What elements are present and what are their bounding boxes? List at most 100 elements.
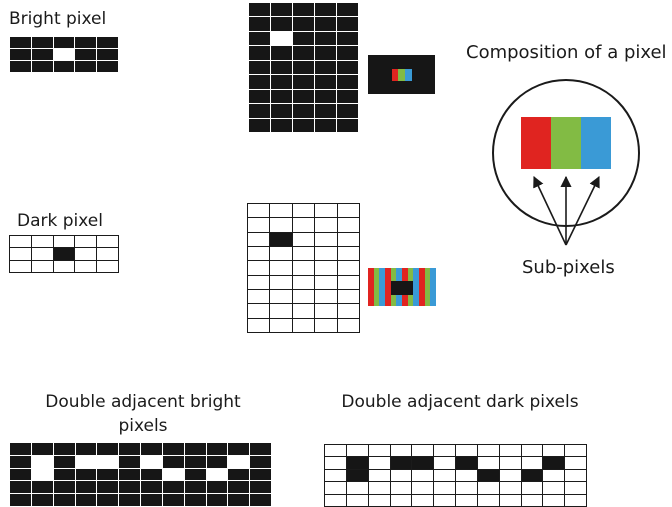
- double-bright-label-line2: pixels: [118, 416, 168, 436]
- pixel-cell: [53, 494, 75, 506]
- pixel-cell: [228, 443, 250, 455]
- pixel-cell: [337, 60, 358, 75]
- pixel-cell: [521, 482, 543, 494]
- highlighted-pixel-cell: [53, 248, 75, 260]
- pixel-cell: [543, 482, 565, 494]
- pixel-cell: [315, 46, 336, 60]
- pixel-cell: [315, 75, 336, 89]
- pixel-cell: [368, 494, 390, 506]
- pixel-cell: [390, 494, 412, 506]
- pixel-cell: [53, 61, 75, 72]
- pixel-cell: [565, 494, 586, 506]
- pixel-cell: [97, 260, 118, 272]
- pixel-cell: [499, 469, 521, 482]
- pixel-cell: [119, 468, 140, 481]
- highlighted-pixel-cell: [206, 468, 228, 481]
- pixel-cell: [499, 457, 521, 469]
- pixel-cell: [292, 261, 315, 275]
- pixel-cell: [293, 104, 314, 118]
- pixel-cell: [565, 482, 586, 494]
- pixel-cell: [10, 481, 31, 494]
- pixel-cell: [270, 204, 292, 218]
- green-subpixel: [373, 268, 380, 306]
- pixel-cell: [270, 218, 292, 232]
- pixel-cell: [10, 260, 31, 272]
- pixel-cell: [292, 304, 315, 318]
- pixel-cell: [477, 482, 499, 494]
- pixel-cell: [412, 469, 434, 482]
- pixel-cell: [10, 236, 31, 248]
- pixel-cell: [390, 482, 412, 494]
- pixel-cell: [346, 445, 368, 457]
- pixel-cell: [337, 275, 359, 289]
- pixel-cell: [162, 455, 184, 468]
- highlighted-pixel-cell: [270, 232, 292, 246]
- pixel-cell: [337, 289, 359, 304]
- pixel-cell: [293, 118, 314, 132]
- pixel-cell: [565, 457, 586, 469]
- pixel-cell: [477, 494, 499, 506]
- pixel-cell: [248, 261, 270, 275]
- pixel-cell: [499, 445, 521, 457]
- pixel-cell: [250, 443, 271, 455]
- pixel-cell: [53, 260, 75, 272]
- pixel-cell: [249, 104, 270, 118]
- bright-pixel-large-grid: [248, 2, 359, 133]
- pixel-cell: [53, 455, 75, 468]
- pixel-cell: [271, 3, 292, 17]
- pixel-cell: [97, 443, 119, 455]
- highlighted-pixel-cell: [228, 455, 250, 468]
- red-subpixel: [385, 268, 391, 306]
- pixel-cell: [119, 443, 140, 455]
- pixel-cell: [521, 457, 543, 469]
- pixel-cell: [292, 204, 315, 218]
- pixel-cell: [53, 481, 75, 494]
- pixel-cell: [315, 246, 337, 261]
- pixel-cell: [250, 455, 271, 468]
- pixel-cell: [248, 232, 270, 246]
- blue-subpixel: [413, 268, 420, 306]
- pixel-cell: [271, 75, 292, 89]
- highlighted-pixel-cell: [456, 457, 477, 469]
- pixel-cell: [249, 46, 270, 60]
- pixel-cell: [271, 104, 292, 118]
- green-subpixel: [424, 268, 431, 306]
- pixel-cell: [325, 469, 346, 482]
- pixel-cell: [456, 445, 477, 457]
- pixel-cell: [141, 481, 162, 494]
- pixel-cell: [315, 275, 337, 289]
- pixel-cell: [249, 31, 270, 46]
- pixel-cell: [10, 248, 31, 260]
- highlighted-pixel-cell: [346, 469, 368, 482]
- pixel-cell: [97, 248, 118, 260]
- pixel-cell: [53, 468, 75, 481]
- pixel-cell: [412, 494, 434, 506]
- pixel-cell: [346, 494, 368, 506]
- pixel-cell: [119, 455, 140, 468]
- pixel-cell: [368, 445, 390, 457]
- highlighted-pixel-cell: [75, 455, 97, 468]
- pixel-cell: [271, 60, 292, 75]
- pixel-cell: [270, 261, 292, 275]
- pixel-cell: [337, 46, 358, 60]
- pixel-cell: [292, 289, 315, 304]
- pixel-cell: [293, 31, 314, 46]
- pixel-cell: [249, 75, 270, 89]
- pixel-cell: [293, 46, 314, 60]
- pixel-cell: [456, 482, 477, 494]
- pixel-cell: [119, 494, 140, 506]
- pixel-cell: [31, 49, 53, 60]
- pixel-cell: [141, 468, 162, 481]
- pixel-cell: [390, 469, 412, 482]
- pixel-cell: [248, 304, 270, 318]
- pixel-cell: [315, 232, 337, 246]
- pixel-cell: [248, 275, 270, 289]
- pixel-cell: [543, 469, 565, 482]
- pixel-cell: [434, 469, 455, 482]
- red-subpixel: [368, 268, 374, 306]
- pixel-cell: [271, 17, 292, 31]
- pixel-cell: [315, 118, 336, 132]
- pixel-cell: [337, 75, 358, 89]
- pixel-cell: [270, 318, 292, 332]
